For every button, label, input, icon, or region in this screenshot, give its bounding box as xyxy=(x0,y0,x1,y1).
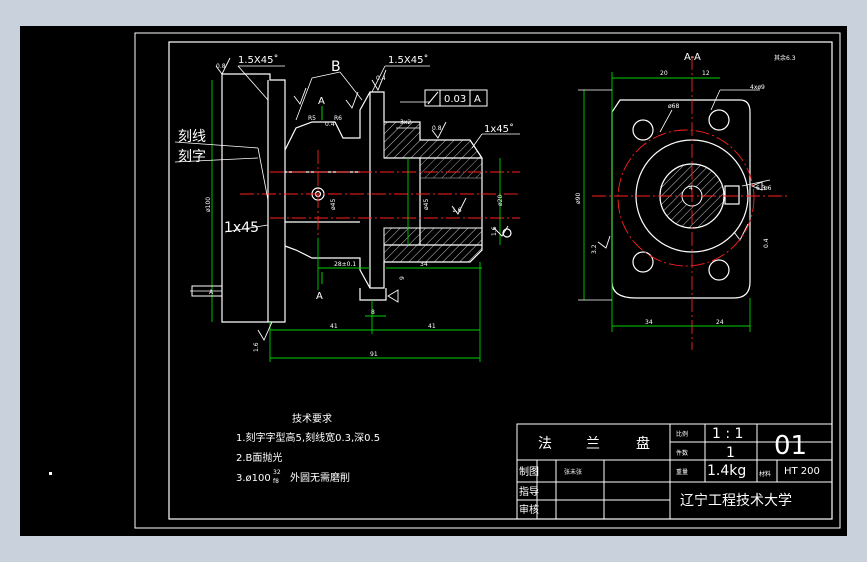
tech-req-item3-suffix: 外圆无需磨削 xyxy=(290,471,350,484)
rough-label-b: 0.4 xyxy=(325,121,335,128)
side-rough-32: 3.2 xyxy=(591,244,598,254)
guide-label: 指导 xyxy=(519,485,539,498)
rough-label-bottom: 1.6 xyxy=(253,342,260,352)
material-value: HT 200 xyxy=(784,466,820,477)
part-name-3: 盘 xyxy=(636,435,650,452)
dim-41-left-label: 41 xyxy=(330,323,338,330)
scale-label: 比例 xyxy=(676,430,688,438)
r6-label: R6 xyxy=(334,115,342,122)
material-label: 材料 xyxy=(759,470,771,478)
chamfer-1x45-right: 1x45˚ xyxy=(484,123,514,135)
outer-border xyxy=(134,32,841,529)
dia-20-label: ø20 xyxy=(497,195,504,206)
r5-label: R5 xyxy=(308,115,316,122)
front-centerlines xyxy=(240,150,520,238)
section-aa-title: A-A xyxy=(684,52,701,63)
side-dim-90: ø90 xyxy=(575,193,582,204)
dim-8-label: 8 xyxy=(371,309,375,316)
rough-label-side: 1.6 xyxy=(491,226,498,236)
datum-box-label: A xyxy=(209,289,214,296)
title-block xyxy=(516,423,833,520)
side-leaders xyxy=(578,89,771,301)
groove-label: 3x2 xyxy=(400,119,411,126)
part-name-2: 兰 xyxy=(586,436,600,452)
tech-req-item2: 2.B面抛光 xyxy=(236,451,282,464)
dim-34-label: 34 xyxy=(420,261,428,268)
dia-45-inner-label: ø45 xyxy=(423,199,430,210)
scale-value: 1 : 1 xyxy=(712,426,743,442)
front-section-hatch-mid xyxy=(419,157,483,179)
side-dim-20: 20 xyxy=(660,70,668,77)
side-dim-68: ø68 xyxy=(668,103,679,110)
dim-9-label: 9 xyxy=(399,276,406,280)
dim-41-right-label: 41 xyxy=(428,323,436,330)
other-surfaces-note: 其余6.3 xyxy=(774,54,796,62)
rough-label-left: 0.8 xyxy=(216,63,226,70)
cad-viewport[interactable] xyxy=(20,26,847,536)
chamfer-1x45-left: 1x45 xyxy=(224,220,259,236)
weight-label: 重量 xyxy=(676,468,688,476)
section-b-label: B xyxy=(331,59,341,75)
front-leaders xyxy=(174,65,520,292)
side-dim-34: 34 xyxy=(645,319,653,326)
qty-value: 1 xyxy=(726,445,735,461)
chamfer-label-right: 1.5X45˚ xyxy=(388,54,428,66)
tech-req-item1: 1.刻字字型高5,刻线宽0.3,深0.5 xyxy=(236,431,380,444)
inner-border xyxy=(168,41,833,520)
tolerance-frame xyxy=(191,89,488,297)
section-a-top-label: A xyxy=(318,96,325,107)
weight-value: 1.4kg xyxy=(707,463,746,479)
tolerance-datum: A xyxy=(474,94,481,105)
chamfer-label-left: 1.5X45˚ xyxy=(238,54,278,66)
tech-req-item3-prefix: 3.ø100 xyxy=(236,473,271,484)
rough-label-right: 0.8 xyxy=(432,125,442,132)
tolerance-value: 0.03 xyxy=(444,94,466,105)
front-dimensions xyxy=(211,80,501,362)
dim-28-label: 28±0.1 xyxy=(334,261,356,268)
front-section-hatch-upper xyxy=(383,121,483,159)
side-dim-6: ø6 xyxy=(764,185,772,192)
drawing-number: 01 xyxy=(774,431,807,461)
dim-91-label: 91 xyxy=(370,351,378,358)
side-dim-4: 4 xyxy=(689,185,693,192)
tech-req-item3-frac-bottom: f8 xyxy=(273,478,279,485)
side-rough-04: 0.4 xyxy=(763,238,770,248)
side-holes-label: 4xø9 xyxy=(750,84,765,91)
dia-100-label: ø100 xyxy=(205,197,212,212)
viewport-marker xyxy=(49,472,52,475)
rough-label-hole: 1.6 xyxy=(452,207,462,214)
drawn-label: 制图 xyxy=(519,465,539,478)
side-dim-24: 24 xyxy=(716,319,724,326)
rough-label-mid: 0.4 xyxy=(376,75,386,82)
section-a-bottom-label: A xyxy=(316,291,323,302)
dia-45-label: ø45 xyxy=(330,199,337,210)
side-dimensions xyxy=(583,72,751,332)
engrave-char-label: 刻字 xyxy=(178,149,206,165)
part-name-1: 法 xyxy=(538,436,552,452)
school-name: 辽宁工程技术大学 xyxy=(680,492,792,509)
front-section-hatch-lower xyxy=(383,227,483,263)
roughness-symbols xyxy=(215,57,763,341)
side-centerlines xyxy=(592,56,790,350)
review-label: 审核 xyxy=(519,503,539,516)
engrave-line-label: 刻线 xyxy=(178,129,206,145)
tech-req-title: 技术要求 xyxy=(292,412,332,425)
tech-req-item3-frac-top: 32 xyxy=(273,469,281,476)
drawn-by: 张未张 xyxy=(564,468,582,476)
qty-label: 件数 xyxy=(676,449,688,457)
side-rough-63: 6.3 xyxy=(756,185,766,192)
side-dim-12: 12 xyxy=(702,70,710,77)
